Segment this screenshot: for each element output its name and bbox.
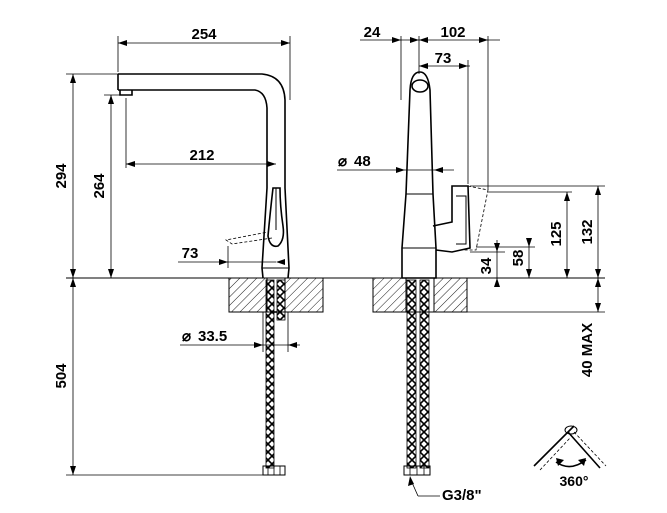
dim-24-label: 24 <box>364 24 381 41</box>
dim-294-label: 294 <box>53 163 70 189</box>
dim-504: 504 <box>53 278 265 476</box>
dim-48-symbol: ⌀ <box>338 153 347 170</box>
dim-125-label: 125 <box>548 221 565 246</box>
dim-heights-side: 132 125 58 34 <box>470 185 605 287</box>
dim-24-102: 24 102 <box>360 24 500 190</box>
thread-label: G3/8" <box>442 487 482 504</box>
dim-33-5: ⌀ 33.5 <box>180 312 300 352</box>
dim-212-label: 212 <box>189 147 214 164</box>
side-view: 24 102 73 ⌀ 48 <box>337 24 605 504</box>
dim-254: 254 <box>117 26 291 100</box>
dim-58-label: 58 <box>510 250 527 267</box>
rotation-symbol: 360° <box>533 425 607 489</box>
dim-33-5-label: 33.5 <box>198 328 227 345</box>
rotation-label: 360° <box>560 473 589 489</box>
dim-73-side: 73 <box>419 50 470 184</box>
dim-212: 212 <box>125 98 276 168</box>
dim-33-5-symbol: ⌀ <box>182 328 191 345</box>
dim-254-label: 254 <box>191 26 217 43</box>
dim-48: ⌀ 48 <box>337 153 454 173</box>
dim-34-label: 34 <box>478 257 495 274</box>
dim-102-label: 102 <box>440 24 465 41</box>
supply-hoses-front <box>262 279 286 476</box>
dim-264-label: 264 <box>91 173 108 199</box>
front-view: 254 294 264 212 <box>53 26 324 476</box>
supply-hoses-side <box>403 279 431 476</box>
dim-504-label: 504 <box>53 363 70 389</box>
dim-48-label: 48 <box>354 153 371 170</box>
faucet-body-side <box>401 71 489 279</box>
dim-40-max: 40 MAX <box>579 278 601 377</box>
faucet-body-front <box>117 73 290 279</box>
dim-264: 264 <box>91 94 122 278</box>
dim-40-max-label: 40 MAX <box>579 323 596 377</box>
dim-132-label: 132 <box>579 219 596 244</box>
dim-73-side-label: 73 <box>435 50 452 67</box>
dim-294: 294 <box>53 73 118 278</box>
countertop-section-front <box>228 277 324 313</box>
dim-73-handle-label: 73 <box>182 245 199 262</box>
thread-callout: G3/8" <box>408 476 482 504</box>
dim-73-handle: 73 <box>178 245 285 268</box>
countertop-section-side <box>372 277 605 313</box>
